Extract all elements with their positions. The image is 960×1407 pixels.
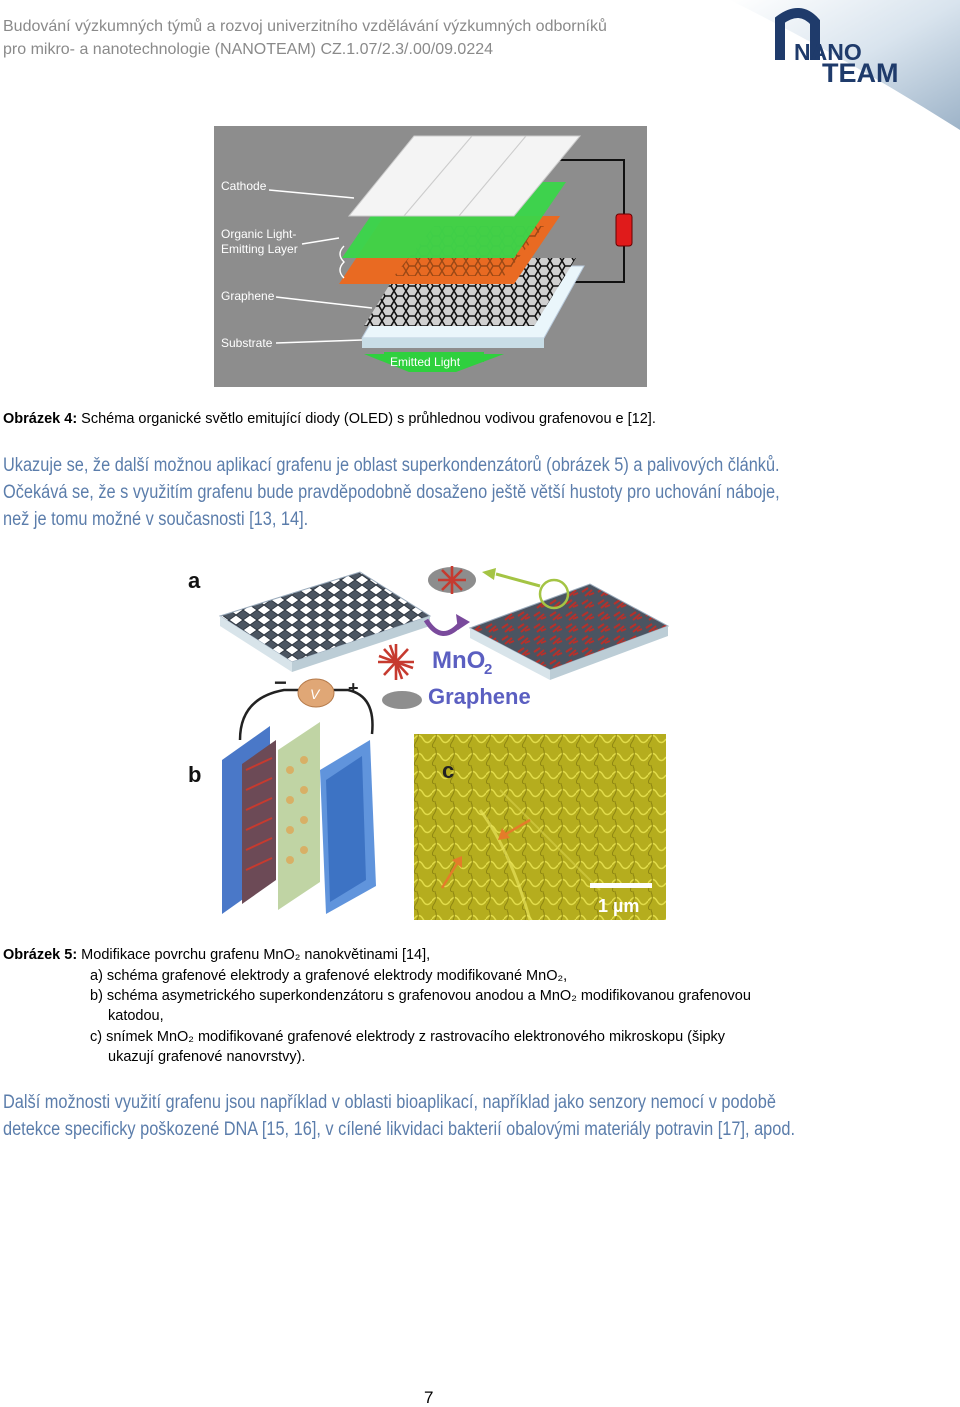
panel-a-label: a (188, 568, 201, 593)
minus-sign: − (274, 670, 287, 695)
label-oled-2: Emitting Layer (221, 242, 298, 256)
oled-schematic-figure: Cathode Organic Light- Emitting Layer Gr… (214, 126, 647, 387)
voltage-label: V (310, 686, 321, 702)
graphene-label: Graphene (428, 684, 531, 709)
panel-c-label: c (442, 758, 454, 783)
nanoteam-logo: NANO TEAM (730, 0, 960, 130)
plus-sign: + (348, 678, 359, 698)
figure5-caption-a: a) schéma grafenové elektrody a grafenov… (90, 968, 568, 984)
svg-text:NANO: NANO (794, 39, 862, 65)
label-cathode: Cathode (221, 179, 267, 193)
label-substrate: Substrate (221, 336, 273, 350)
panel-b-label: b (188, 762, 201, 787)
figure4-caption-text: Schéma organické světlo emitující diody … (77, 411, 656, 427)
page-header: Budování výzkumných týmů a rozvoj univer… (0, 0, 960, 130)
figure4-caption-label: Obrázek 4: (3, 411, 78, 427)
svg-text:TEAM: TEAM (822, 58, 899, 88)
page-number: 7 (424, 1388, 434, 1407)
paragraph2-line1: Další možnosti využití grafenu jsou např… (3, 1092, 776, 1113)
figure5-caption-text: Modifikace povrchu grafenu MnO₂ nanokvět… (77, 947, 431, 963)
mno2-label: MnO (432, 647, 485, 674)
paragraph1-line2: Očekává se, že s využitím grafenu bude p… (3, 482, 780, 503)
scale-bar-label: 1 µm (598, 896, 639, 916)
label-oled-1: Organic Light- (221, 227, 296, 241)
paragraph1-line1: Ukazuje se, že další možnou aplikací gra… (3, 455, 780, 476)
paragraph1-line3: než je tomu možné v současnosti [13, 14]… (3, 509, 309, 530)
header-project-title: Budování výzkumných týmů a rozvoj univer… (3, 18, 607, 35)
figure5-caption-c2: ukazují grafenové nanovrstvy). (108, 1049, 306, 1065)
mno2-subscript: 2 (484, 661, 492, 678)
figure4-caption: Obrázek 4: Schéma organické světlo emitu… (3, 411, 656, 427)
figure5-caption: Obrázek 5: Modifikace povrchu grafenu Mn… (3, 947, 430, 963)
figure5-caption-b1: b) schéma asymetrického superkondenzátor… (90, 988, 751, 1004)
header-project-code: pro mikro- a nanotechnologie (NANOTEAM) … (3, 41, 494, 58)
label-emitted-light: Emitted Light (390, 355, 461, 369)
label-graphene: Graphene (221, 289, 275, 303)
supercapacitor-figure: a MnO 2 Graphene b − + (180, 550, 680, 925)
figure5-caption-label: Obrázek 5: (3, 947, 78, 963)
figure5-caption-b2: katodou, (108, 1008, 164, 1024)
paragraph2-line2: detekce specificky poškozené DNA [15, 16… (3, 1119, 795, 1140)
figure5-caption-c1: c) snímek MnO₂ modifikované grafenové el… (90, 1029, 726, 1045)
